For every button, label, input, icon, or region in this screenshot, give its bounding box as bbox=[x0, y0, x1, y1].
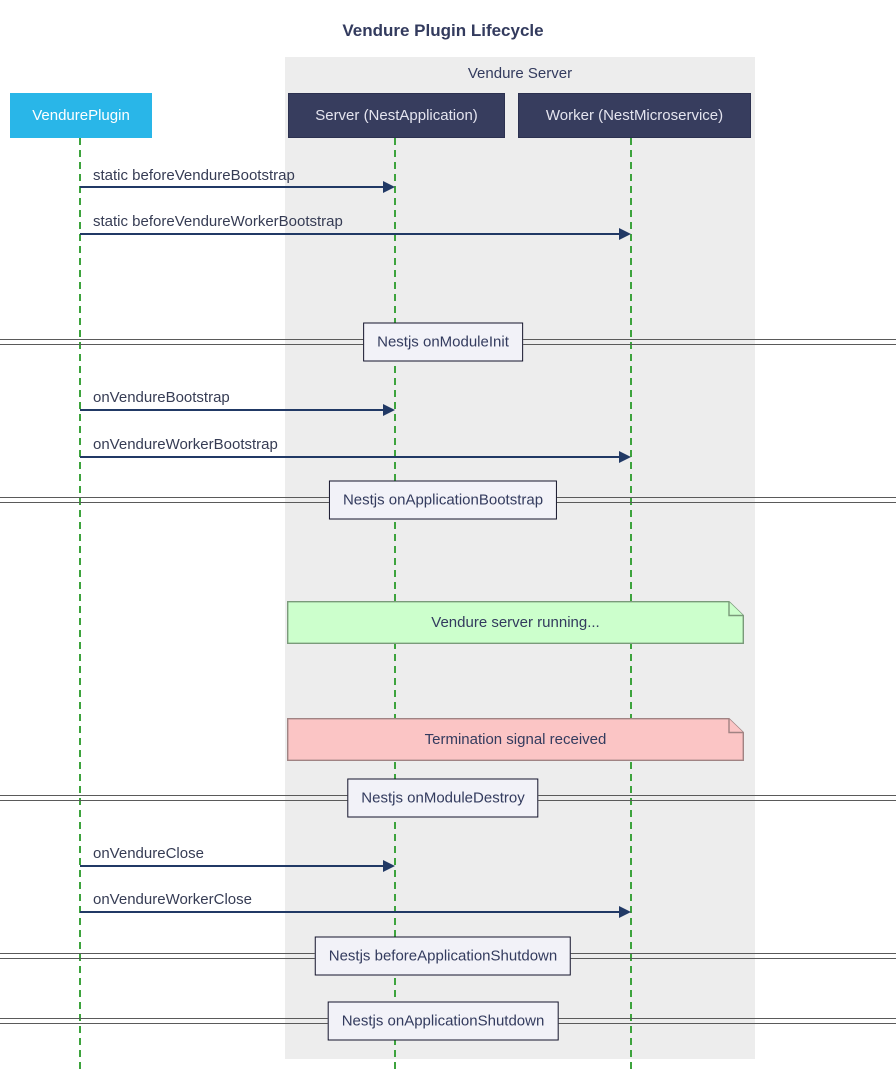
divider-label-on-module-init: Nestjs onModuleInit bbox=[363, 322, 523, 362]
note-shape bbox=[287, 718, 744, 761]
vendure-server-group-label: Vendure Server bbox=[467, 65, 573, 82]
vendure-server-group bbox=[285, 57, 755, 1059]
divider-label-on-module-destroy: Nestjs onModuleDestroy bbox=[347, 778, 539, 818]
note-text-termination-signal: Termination signal received bbox=[424, 731, 607, 748]
message-arrow-on-vendure-worker-bootstrap bbox=[80, 451, 631, 463]
note-termination-signal: Termination signal received bbox=[287, 718, 744, 761]
message-label-on-vendure-close: onVendureClose bbox=[93, 845, 204, 862]
lifeline-vendure-plugin bbox=[79, 138, 81, 1070]
message-arrow-before-vendure-bootstrap bbox=[80, 181, 395, 193]
divider-label-on-application-shutdown: Nestjs onApplicationShutdown bbox=[327, 1001, 559, 1041]
actor-server: Server (NestApplication) bbox=[288, 93, 505, 138]
actor-worker: Worker (NestMicroservice) bbox=[518, 93, 751, 138]
message-arrow-on-vendure-worker-close bbox=[80, 906, 631, 918]
divider-label-before-application-shutdown: Nestjs beforeApplicationShutdown bbox=[314, 936, 572, 976]
message-label-before-vendure-worker-bootstrap: static beforeVendureWorkerBootstrap bbox=[93, 213, 343, 230]
message-arrow-on-vendure-close bbox=[80, 860, 395, 872]
message-label-before-vendure-bootstrap: static beforeVendureBootstrap bbox=[93, 167, 295, 184]
note-shape bbox=[287, 601, 744, 644]
note-vendure-server-running: Vendure server running... bbox=[287, 601, 744, 644]
note-text-vendure-server-running: Vendure server running... bbox=[431, 614, 600, 631]
message-label-on-vendure-worker-bootstrap: onVendureWorkerBootstrap bbox=[93, 436, 278, 453]
divider-label-on-application-bootstrap: Nestjs onApplicationBootstrap bbox=[328, 480, 558, 520]
message-arrow-on-vendure-bootstrap bbox=[80, 404, 395, 416]
message-label-on-vendure-bootstrap: onVendureBootstrap bbox=[93, 389, 230, 406]
actor-vendure-plugin: VendurePlugin bbox=[10, 93, 152, 138]
diagram-title: Vendure Plugin Lifecycle bbox=[342, 21, 544, 40]
message-label-on-vendure-worker-close: onVendureWorkerClose bbox=[93, 891, 252, 908]
message-arrow-before-vendure-worker-bootstrap bbox=[80, 228, 631, 240]
